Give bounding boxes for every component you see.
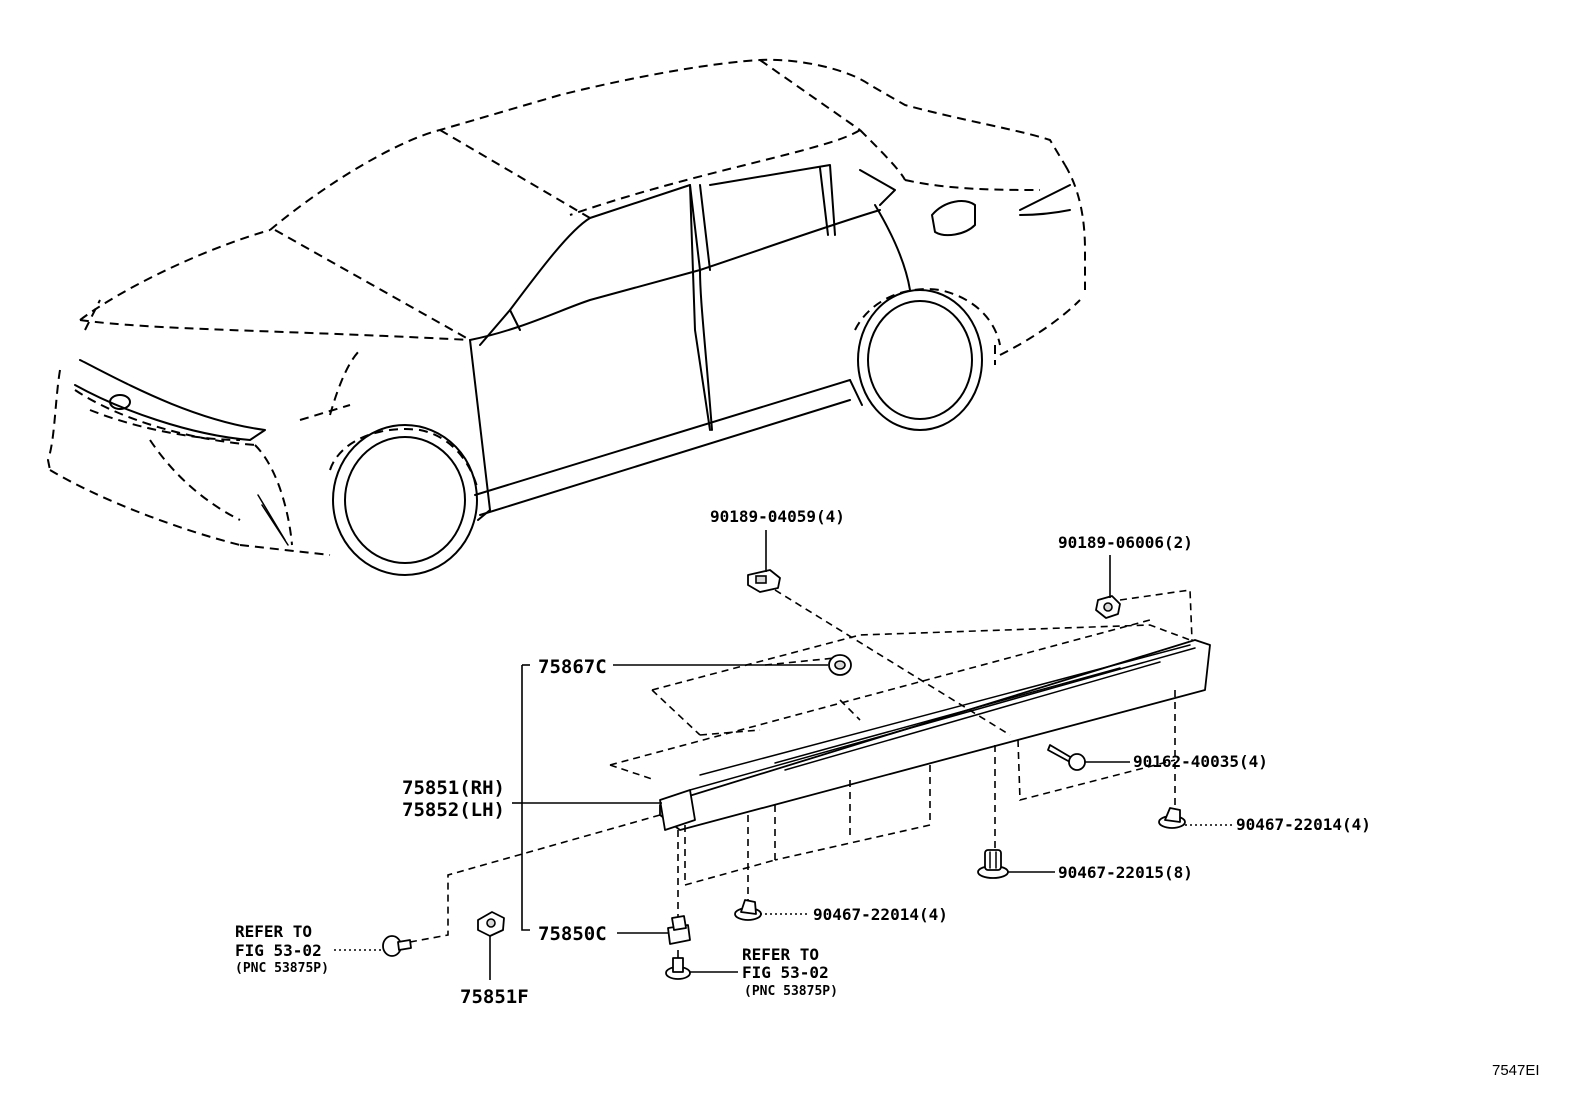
screw-90162-40035-icon: [1047, 744, 1086, 771]
refer-left-line2: FIG 53-02: [235, 941, 322, 960]
label-75850C: 75850C: [538, 923, 607, 945]
refer-bottom-line2: FIG 53-02: [742, 963, 829, 982]
clip-75850C-icon: [667, 915, 691, 945]
label-75852-lh: 75852(LH): [402, 799, 505, 821]
clip-90467-22014-left-icon: [734, 899, 762, 921]
fastener-parts: [382, 569, 1186, 980]
rocker-moulding: [659, 639, 1211, 831]
refer-bottom-line1: REFER TO: [742, 945, 819, 964]
vehicle-outline: [47, 58, 1086, 576]
refer-bottom-line3: (PNC 53875P): [744, 984, 838, 999]
label-75867C: 75867C: [538, 656, 607, 678]
label-90467-22015: 90467-22015(8): [1058, 863, 1193, 882]
nut-75867C-icon: [828, 654, 852, 676]
clip-90189-06006-icon: [1095, 595, 1121, 619]
bolt-left-icon: [382, 935, 412, 957]
clip-90467-22015-icon: [977, 849, 1009, 879]
bolt-bottom-icon: [665, 950, 691, 980]
label-75851-rh: 75851(RH): [402, 777, 505, 799]
label-90467-22014-right: 90467-22014(4): [1236, 815, 1371, 834]
label-90467-22014-left: 90467-22014(4): [813, 905, 948, 924]
label-90162-40035: 90162-40035(4): [1133, 752, 1268, 771]
label-90189-06006: 90189-06006(2): [1058, 533, 1193, 552]
leader-lines: [334, 530, 1232, 980]
clip-90189-04059-icon: [747, 569, 781, 593]
refer-left-line1: REFER TO: [235, 922, 312, 941]
clip-90467-22014-right-icon: [1158, 807, 1186, 829]
figure-code: 7547EI: [1492, 1062, 1540, 1079]
clip-75851F-icon: [477, 911, 505, 937]
callout-labels: 90189-04059(4) 90189-06006(2) 75867C 758…: [235, 507, 1540, 1079]
assembly-dashed-lines: [409, 589, 1193, 943]
label-90189-04059: 90189-04059(4): [710, 507, 845, 526]
refer-left-line3: (PNC 53875P): [235, 961, 329, 976]
label-75851F: 75851F: [460, 986, 529, 1008]
